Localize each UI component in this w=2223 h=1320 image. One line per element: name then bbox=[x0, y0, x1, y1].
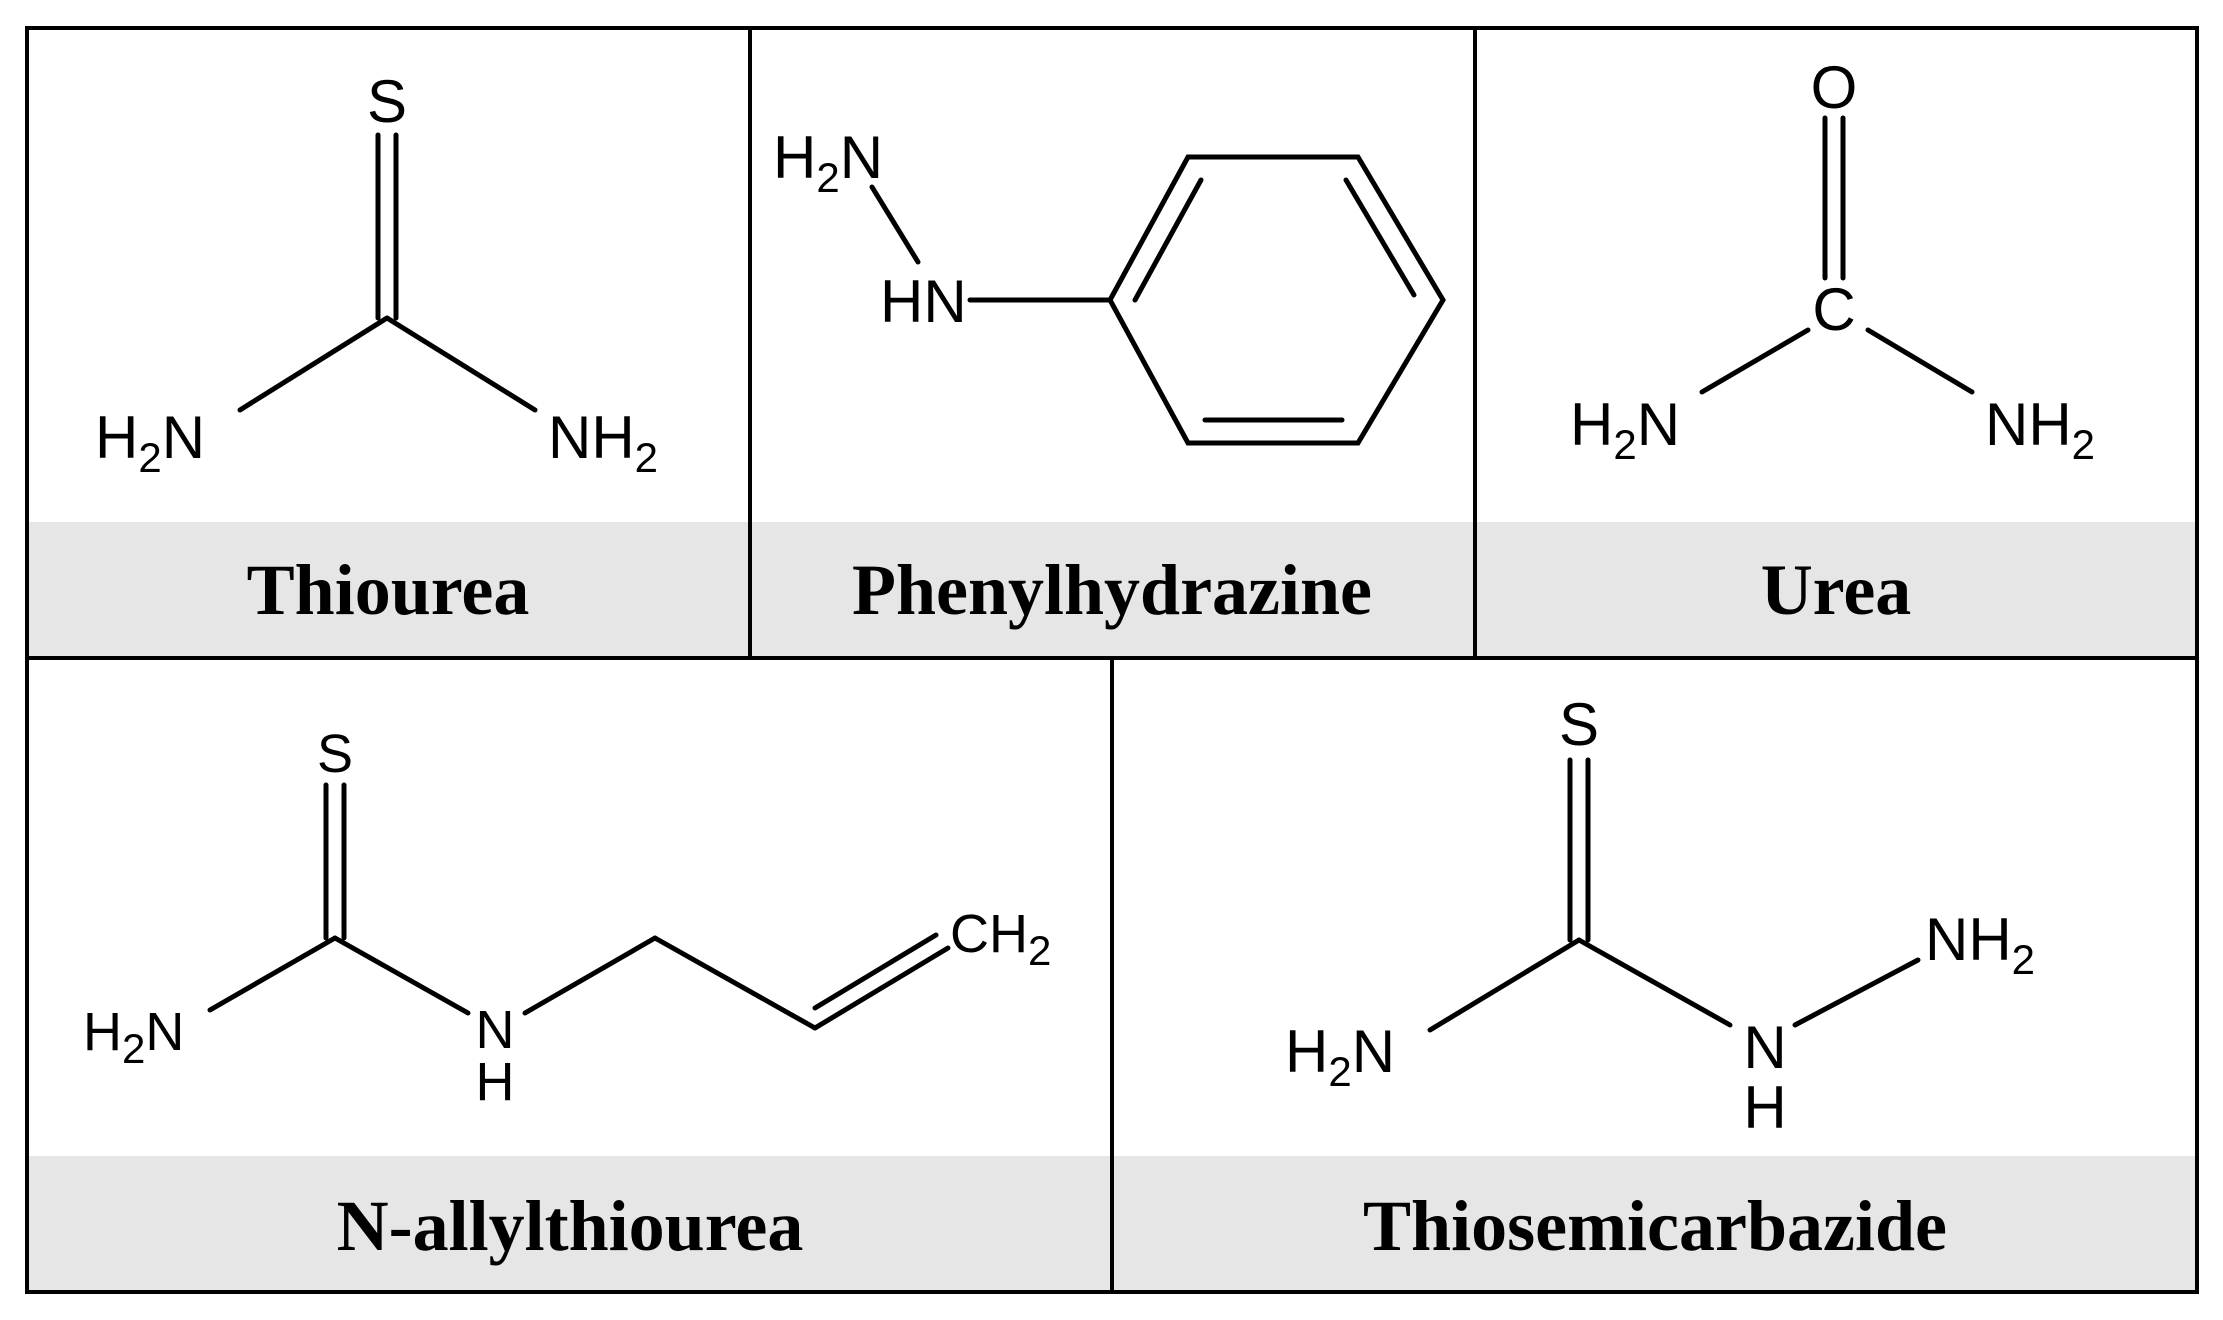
atom-label-nh2: NH2 bbox=[548, 404, 658, 481]
structure-thiourea: S H2N NH2 bbox=[95, 68, 658, 481]
bond-c-n-left bbox=[237, 315, 390, 413]
bond-nh-nh2 bbox=[1792, 957, 1921, 1028]
atom-label-s: S bbox=[317, 724, 353, 784]
atom-label-n: N bbox=[1743, 1014, 1786, 1081]
bond-c-n-right bbox=[384, 315, 538, 413]
bond-c-n-right bbox=[1865, 327, 1975, 395]
atom-label-nh2: NH2 bbox=[1985, 391, 2095, 468]
atom-label-c: C bbox=[1812, 276, 1855, 343]
atom-label-h2n: H2N bbox=[1285, 1018, 1395, 1095]
caption-thiourea: Thiourea bbox=[247, 550, 530, 630]
atom-label-ch2: CH2 bbox=[950, 904, 1051, 974]
atom-label-o: O bbox=[1811, 54, 1858, 121]
structure-urea: O C H2N NH2 bbox=[1570, 54, 2095, 468]
bond-c-n-left bbox=[1699, 327, 1811, 395]
caption-band-thiosemicarbazide bbox=[1112, 1156, 2197, 1292]
atom-label-n: N bbox=[476, 1000, 515, 1060]
bond-c-nh2 bbox=[207, 935, 338, 1013]
caption-band-urea bbox=[1475, 522, 2197, 658]
bond-c-nh bbox=[1576, 937, 1733, 1028]
bond-n-n bbox=[869, 184, 921, 265]
caption-band-n-allylthiourea bbox=[27, 1156, 1112, 1292]
ring-double-bond-1 bbox=[1132, 177, 1204, 303]
bond-n-ch2 bbox=[522, 935, 658, 1016]
atom-label-h2n: H2N bbox=[773, 124, 883, 201]
caption-phenylhydrazine: Phenylhydrazine bbox=[852, 550, 1372, 630]
atom-label-s: S bbox=[367, 68, 407, 135]
caption-band-thiourea bbox=[27, 522, 750, 658]
atom-label-h2n: H2N bbox=[1570, 391, 1680, 468]
structure-n-allylthiourea: S H2N N H CH2 bbox=[83, 724, 1051, 1112]
bond-ch-ch2-a bbox=[812, 945, 951, 1031]
atom-label-s: S bbox=[1559, 691, 1599, 758]
atom-label-h2n: H2N bbox=[83, 1002, 184, 1072]
caption-band-phenylhydrazine bbox=[750, 522, 1475, 658]
caption-n-allylthiourea: N-allylthiourea bbox=[337, 1186, 804, 1266]
atom-label-hn: HN bbox=[880, 268, 967, 335]
atom-label-h: H bbox=[476, 1052, 515, 1112]
caption-thiosemicarbazide: Thiosemicarbazide bbox=[1363, 1186, 1947, 1266]
atom-label-nh2: NH2 bbox=[1925, 906, 2035, 983]
bond-c-nh2 bbox=[1427, 937, 1582, 1033]
benzene-ring bbox=[1107, 154, 1446, 446]
ring-double-bond-2 bbox=[1343, 177, 1417, 298]
bond-c-nh bbox=[332, 935, 471, 1016]
atom-label-h: H bbox=[1743, 1074, 1786, 1141]
atom-label-h2n: H2N bbox=[95, 404, 205, 481]
caption-urea: Urea bbox=[1761, 550, 1912, 630]
bond-ch2-ch bbox=[652, 935, 818, 1031]
structure-thiosemicarbazide: S H2N N H NH2 bbox=[1285, 691, 2035, 1141]
structure-phenylhydrazine: H2N HN bbox=[773, 124, 1446, 446]
bond-ch-ch2-b bbox=[812, 932, 939, 1011]
